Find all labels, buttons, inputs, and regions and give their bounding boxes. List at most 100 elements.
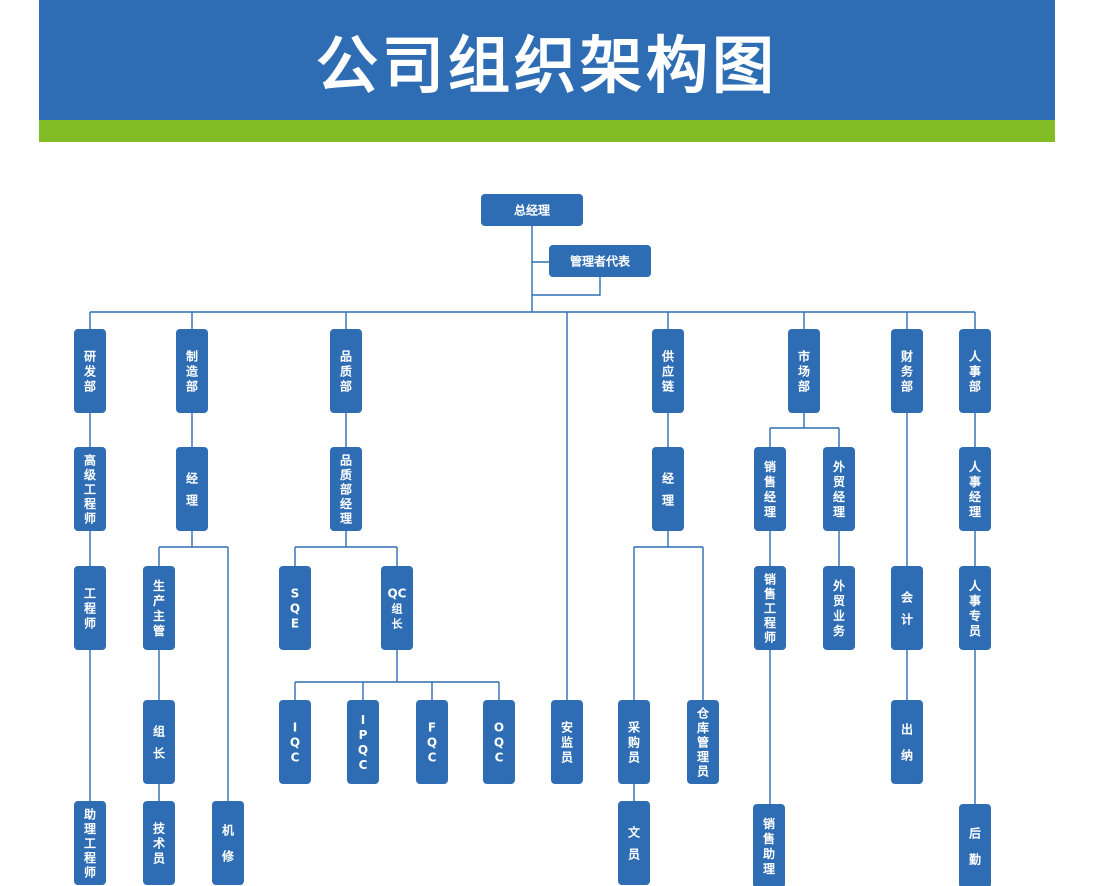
node-qa-mgr: 品质部经理: [330, 447, 362, 531]
node-box: [687, 700, 719, 784]
node-label: 管理者代表: [570, 254, 631, 269]
node-box: [652, 329, 684, 413]
node-box: [212, 801, 244, 885]
node-label: 采购员: [627, 720, 640, 765]
node-logistics: 后勤: [959, 804, 991, 886]
node-box: [74, 329, 106, 413]
header-banner: [39, 0, 1055, 120]
node-box: [618, 700, 650, 784]
node-label: 销售工程师: [764, 572, 776, 645]
node-label: 供应链: [661, 349, 675, 394]
node-asst-eng: 助理工程师: [74, 801, 106, 885]
node-box: [176, 447, 208, 531]
node-box: [330, 447, 362, 531]
node-label: 高级工程师: [84, 453, 96, 526]
node-label: 销售助理: [763, 816, 775, 876]
node-label: 助理工程师: [84, 807, 96, 880]
node-label: 仓库管理员: [696, 706, 710, 779]
node-box: [754, 566, 786, 650]
node-label: 文员: [628, 825, 641, 862]
node-label: 会计: [901, 590, 914, 627]
node-mfg-mgr: 经理: [176, 447, 208, 531]
node-box: [347, 700, 379, 784]
node-market: 市场部: [788, 329, 820, 413]
node-label: 后勤: [969, 826, 981, 867]
node-hr: 人事部: [959, 329, 991, 413]
node-finance: 财务部: [891, 329, 923, 413]
node-rd: 研发部: [74, 329, 106, 413]
node-warehouse: 仓库管理员: [687, 700, 719, 784]
node-label: 安监员: [561, 720, 573, 765]
node-box: [143, 566, 175, 650]
node-supply: 供应链: [652, 329, 684, 413]
node-supply-mgr: 经理: [652, 447, 684, 531]
node-label: 工程师: [84, 587, 96, 631]
node-clerk: 文员: [618, 801, 650, 885]
node-box: [959, 804, 991, 886]
node-label: 技术员: [152, 821, 166, 866]
node-box: [891, 329, 923, 413]
node-mgmt-rep: 管理者代表: [549, 245, 651, 277]
node-box: [788, 329, 820, 413]
node-box: [74, 801, 106, 885]
node-box: [330, 329, 362, 413]
node-box: [279, 700, 311, 784]
node-safety: 安监员: [551, 700, 583, 784]
node-box: [143, 801, 175, 885]
node-box: [551, 700, 583, 784]
node-label: 销售经理: [764, 459, 776, 519]
node-label: 出纳: [901, 722, 913, 763]
node-box: [549, 245, 651, 277]
node-team-lead: 组长: [143, 700, 175, 784]
node-label: 总经理: [514, 203, 550, 218]
node-label: 人事专员: [969, 578, 982, 638]
node-label: 制造部: [186, 349, 199, 394]
node-qa: 品质部: [330, 329, 362, 413]
node-sales-mgr: 销售经理: [754, 447, 786, 531]
node-trade-biz: 外贸业务: [823, 566, 855, 650]
node-box: [481, 194, 583, 226]
node-label: 外贸业务: [833, 578, 846, 638]
node-label: 人事部: [969, 349, 982, 394]
node-label: 品质部经理: [340, 454, 352, 526]
node-technician: 技术员: [143, 801, 175, 885]
node-hr-spec: 人事专员: [959, 566, 991, 650]
node-ceo: 总经理: [481, 194, 583, 226]
node-box: [823, 447, 855, 531]
node-label: 财务部: [900, 349, 914, 394]
node-cashier: 出纳: [891, 700, 923, 784]
node-accountant: 会计: [891, 566, 923, 650]
node-repair: 机修: [212, 801, 244, 885]
node-mfg: 制造部: [176, 329, 208, 413]
node-label: 经理: [662, 471, 674, 508]
node-trade-mgr: 外贸经理: [823, 447, 855, 531]
node-box: [959, 447, 991, 531]
node-box: [959, 566, 991, 650]
node-label: 市场部: [798, 349, 810, 394]
node-box: [74, 566, 106, 650]
node-box: [959, 329, 991, 413]
node-hr-mgr: 人事经理: [959, 447, 991, 531]
node-label: 经理: [186, 471, 198, 508]
node-sales-asst: 销售助理: [753, 804, 785, 886]
node-prod-sup: 生产主管: [143, 566, 175, 650]
node-box: [176, 329, 208, 413]
header-accent-bar: [39, 120, 1055, 142]
node-box: [652, 447, 684, 531]
node-label: 品质部: [340, 350, 352, 394]
node-box: [823, 566, 855, 650]
node-box: [143, 700, 175, 784]
node-box: [618, 801, 650, 885]
node-label: 生产主管: [153, 578, 165, 638]
node-sales-eng: 销售工程师: [754, 566, 786, 650]
